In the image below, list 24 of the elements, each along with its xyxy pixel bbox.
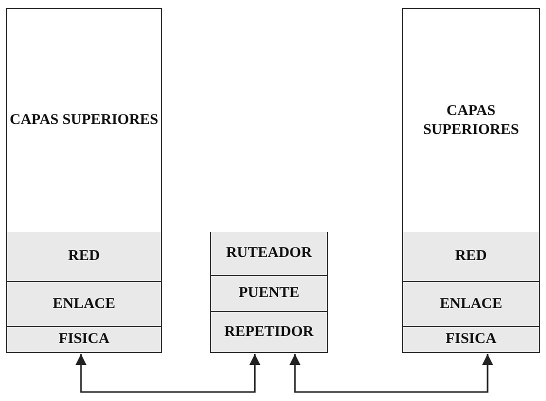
layer-label: RED — [68, 247, 100, 266]
layer-label: RED — [455, 247, 487, 266]
connector-arrow — [75, 354, 260, 393]
layer-label: REPETIDOR — [224, 322, 314, 342]
connector-arrow — [289, 354, 494, 393]
layer-label: CAPAS SUPERIORES — [10, 111, 158, 130]
layer-cell — [210, 232, 328, 276]
layer-box — [402, 8, 540, 233]
layer-cell — [210, 312, 328, 353]
layer-label: ENLACE — [440, 294, 502, 314]
layer-label: FISICA — [58, 330, 110, 349]
layer-cell — [6, 232, 162, 282]
layer-cell — [210, 276, 328, 312]
layer-label: CAPAS SUPERIORES — [422, 102, 520, 140]
layer-cell — [402, 232, 540, 282]
layer-cell — [6, 327, 162, 353]
layer-box — [6, 8, 162, 233]
layer-label: PUENTE — [238, 284, 300, 303]
layer-label: RUTEADOR — [226, 244, 312, 263]
layer-label: ENLACE — [52, 294, 116, 314]
layer-cell — [402, 327, 540, 353]
layer-cell — [6, 282, 162, 327]
layer-cell — [402, 282, 540, 327]
layer-label: FISICA — [446, 330, 496, 349]
